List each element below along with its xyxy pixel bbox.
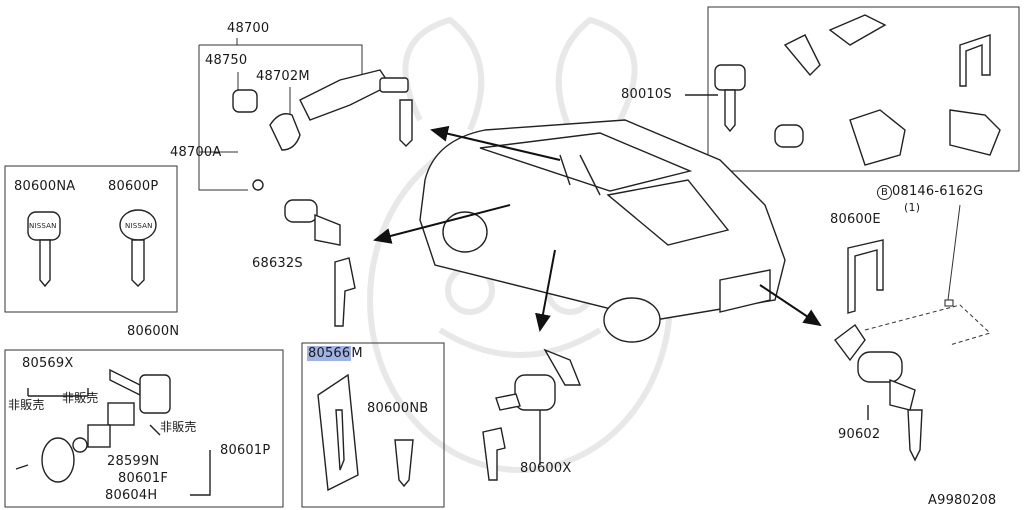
label-48702M: 48702M: [256, 69, 310, 84]
label-80600N: 80600N: [127, 324, 180, 339]
box-80566M: [301, 342, 445, 508]
label-80604H: 80604H: [105, 488, 158, 503]
key-logo-text-1: NISSAN: [29, 222, 57, 230]
label-80569X: 80569X: [22, 356, 74, 371]
ignition-lock-parts: [232, 69, 413, 191]
arrow-to-door-lock: [373, 204, 511, 244]
arrow-to-back-lock: [759, 284, 822, 327]
lock-set-80010S: [685, 14, 1001, 166]
label-68632S: 68632S: [252, 256, 303, 271]
label-80600X: 80600X: [520, 461, 572, 476]
keys-80600NA-80600P: [27, 209, 157, 288]
label-80600P: 80600P: [108, 179, 159, 194]
label-not-for-sale-2: 非販売: [62, 391, 99, 405]
box-80600N: [4, 349, 284, 508]
remote-key-parts: [15, 368, 211, 496]
label-80566M-highlight: 80566: [307, 346, 352, 361]
label-48700A: 48700A: [170, 145, 222, 160]
label-not-for-sale-3: 非販売: [160, 420, 197, 434]
clip-80600E: [847, 239, 884, 314]
label-80601F: 80601F: [118, 471, 169, 486]
bolt-code: 08146-6162G: [892, 184, 984, 199]
label-80600NA: 80600NA: [14, 179, 76, 194]
label-80010S: 80010S: [621, 87, 672, 102]
box-keys-80600: [4, 165, 178, 313]
back-door-lock-90602: [834, 323, 923, 462]
vehicle-wagon: [419, 119, 786, 343]
card-key-80566M: [317, 373, 414, 492]
label-bolt-qty: (1): [904, 201, 921, 214]
key-logo-text-2: NISSAN: [125, 222, 153, 230]
box-80010S: [707, 6, 1020, 172]
arrow-to-slide-lock: [535, 249, 556, 332]
label-80600NB: 80600NB: [367, 401, 429, 416]
label-48700: 48700: [227, 21, 270, 36]
label-90602: 90602: [838, 427, 881, 442]
label-48750: 48750: [205, 53, 248, 68]
slide-door-lock-80600X: [482, 348, 582, 481]
bolt-circle-marker: B: [877, 185, 892, 200]
label-80566M-suffix: M: [351, 346, 363, 361]
diagram-id: A9980208: [928, 493, 997, 508]
label-80601P: 80601P: [220, 443, 271, 458]
door-lock-68632S: [284, 199, 356, 327]
label-80566M: 80566M: [307, 346, 363, 361]
arrow-to-ignition: [430, 125, 561, 161]
label-80600E: 80600E: [830, 212, 881, 227]
label-28599N: 28599N: [107, 454, 160, 469]
label-not-for-sale-1: 非販売: [8, 398, 45, 412]
